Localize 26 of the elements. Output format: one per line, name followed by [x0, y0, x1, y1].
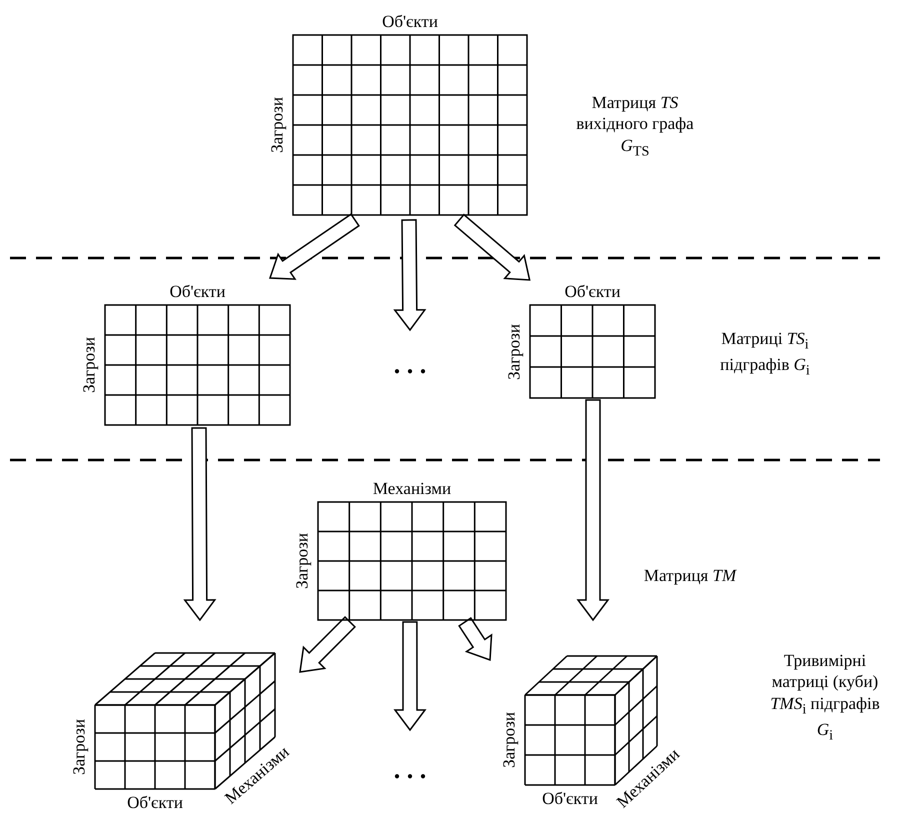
block-arrow [183, 427, 216, 622]
ellipsis: . . . [375, 730, 445, 785]
column-heading: Об'єкти [542, 790, 598, 807]
level-caption: Матриці TS$_{i}$ підграфів G$_{i}$ [719, 328, 811, 380]
block-arrow [393, 219, 426, 332]
row-heading: Загрози [500, 712, 518, 768]
block-arrow [458, 617, 492, 662]
column-heading: Об'єкти [170, 283, 226, 300]
block-arrow [299, 616, 356, 673]
block-arrow [394, 621, 426, 732]
column-heading: Механізми [372, 480, 452, 497]
column-heading: Об'єкти [127, 794, 183, 811]
block-arrow [454, 214, 531, 281]
row-heading: Загрози [80, 337, 98, 393]
block-arrow [268, 213, 360, 280]
level-caption: Матриця TM [642, 565, 738, 586]
level-caption: Матриця TS вихідного графа G$_{TS}$ [575, 92, 695, 161]
level-caption: Тривимірні матриці (куби) TMS$_{i}$ підграфів G$_{i}$ [769, 650, 881, 745]
row-heading: Загрози [70, 719, 88, 775]
block-arrow [576, 399, 610, 622]
column-heading: Об'єкти [382, 13, 438, 30]
row-heading: Загрози [294, 533, 310, 589]
column-heading: Об'єкти [564, 283, 620, 300]
row-heading: Загрози [506, 324, 522, 380]
row-heading: Загрози [268, 97, 286, 153]
ellipsis: . . . [375, 330, 445, 380]
